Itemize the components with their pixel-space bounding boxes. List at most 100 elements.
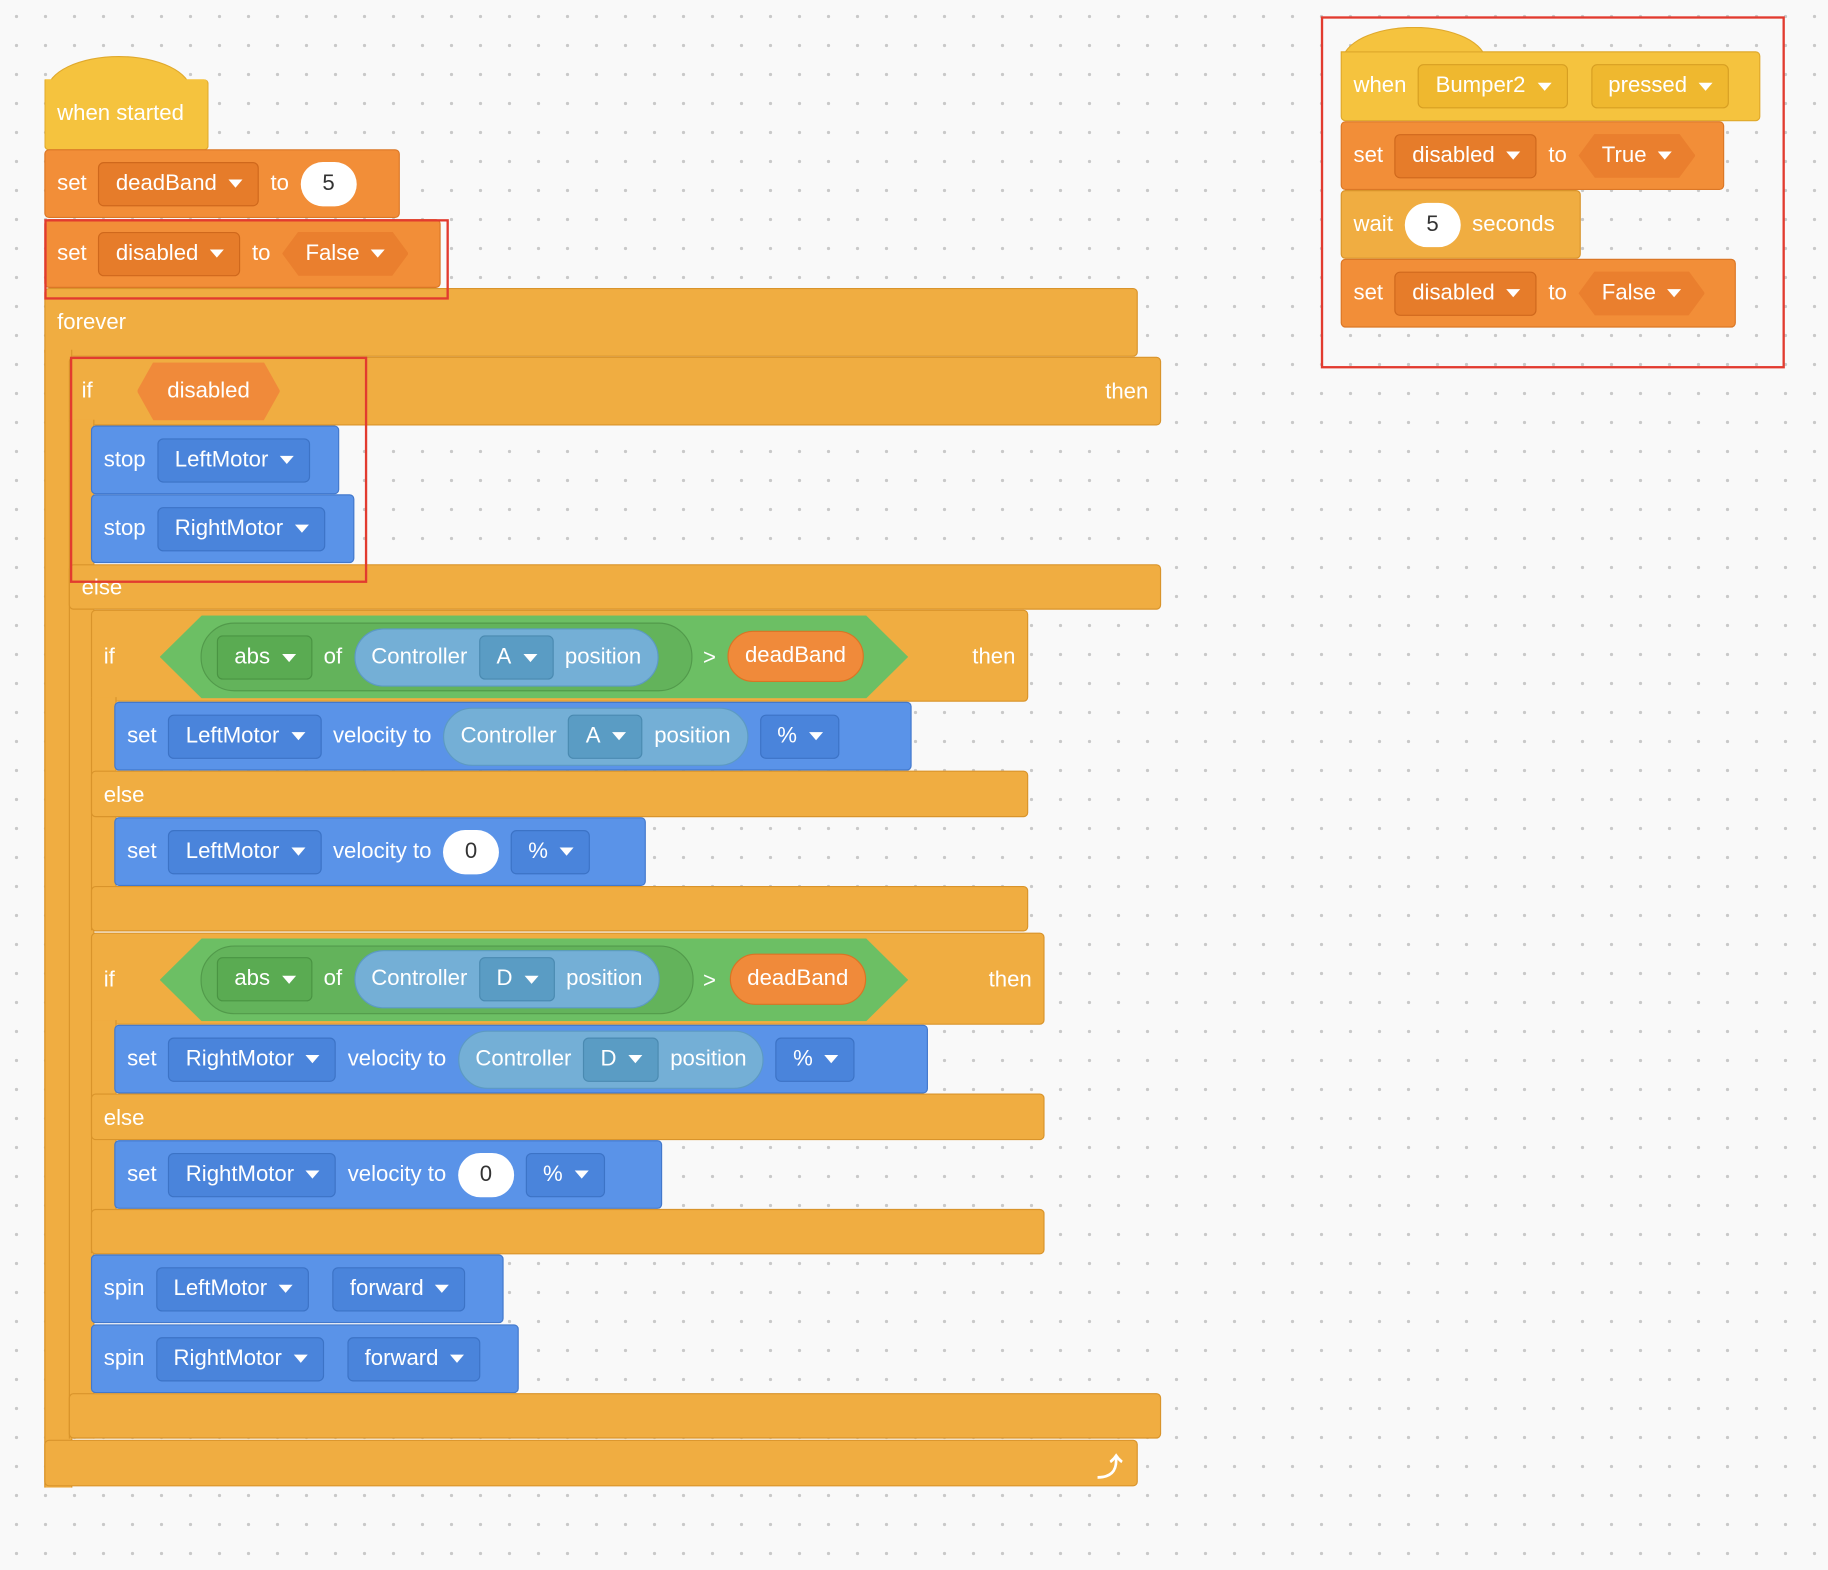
chevron-down-icon (612, 732, 627, 741)
set-deadband-block[interactable]: set deadBand to 5 (44, 149, 400, 219)
axis-name: A (496, 644, 512, 670)
motor-dropdown[interactable]: RightMotor (157, 506, 326, 551)
axis-name: D (600, 1046, 617, 1071)
set-disabled-false-block-2[interactable]: set disabled to False (1340, 258, 1736, 328)
chevron-down-icon (435, 1284, 450, 1293)
boolean-dropdown[interactable]: False (282, 231, 408, 275)
when-started-block[interactable]: when started (44, 79, 209, 151)
motor-dropdown[interactable]: RightMotor (168, 1152, 337, 1197)
stop-label: stop (103, 447, 146, 472)
motor-dropdown[interactable]: RightMotor (156, 1336, 324, 1381)
motor-dropdown[interactable]: LeftMotor (168, 714, 322, 759)
axis-dropdown[interactable]: A (568, 714, 643, 759)
function-dropdown[interactable]: abs (216, 635, 313, 680)
position-label: position (564, 644, 642, 670)
set-rightmotor-zero-block[interactable]: set RightMotor velocity to 0 % (114, 1140, 663, 1209)
chevron-down-icon (281, 653, 296, 662)
if-label: if (81, 378, 93, 403)
then-label: then (972, 644, 1016, 670)
chevron-down-icon (281, 975, 296, 984)
deadband-reporter[interactable]: deadBand (727, 630, 864, 682)
motor-dropdown[interactable]: LeftMotor (168, 829, 322, 874)
unit-dropdown[interactable]: % (510, 829, 590, 874)
to-label: to (1548, 280, 1567, 305)
controller-position-reporter[interactable]: Controller D position (353, 950, 660, 1009)
set-label: set (57, 170, 87, 196)
wait-block[interactable]: wait 5 seconds (1340, 190, 1581, 259)
else-label: else (103, 783, 145, 808)
controller-position-reporter[interactable]: Controller D position (457, 1029, 765, 1089)
direction-dropdown[interactable]: forward (347, 1336, 481, 1381)
chevron-down-icon (1506, 289, 1521, 298)
deadband-reporter[interactable]: deadBand (729, 953, 866, 1005)
when-bumper-pressed-block[interactable]: when Bumper2 pressed (1340, 51, 1761, 122)
boolean-dropdown[interactable]: False (1578, 271, 1704, 315)
spin-rightmotor-block[interactable]: spin RightMotor forward (90, 1324, 519, 1394)
unit-name: % (528, 838, 548, 864)
variable-dropdown[interactable]: disabled (1394, 271, 1537, 316)
variable-dropdown[interactable]: disabled (98, 231, 241, 276)
wait-seconds-input[interactable]: 5 (1404, 202, 1461, 247)
when-started-label: when started (57, 101, 184, 126)
function-name: abs (234, 966, 271, 991)
chevron-down-icon (1698, 82, 1713, 91)
velocity-input[interactable]: 0 (443, 829, 500, 874)
boolean-value: True (1601, 142, 1647, 168)
then-label: then (988, 967, 1032, 993)
controller-label: Controller (371, 966, 468, 991)
controller-label: Controller (371, 644, 468, 670)
unit-name: % (542, 1161, 563, 1187)
set-disabled-true-block[interactable]: set disabled to True (1340, 121, 1725, 191)
motor-name: RightMotor (173, 1345, 282, 1371)
device-dropdown[interactable]: Bumper2 (1418, 64, 1568, 109)
set-label: set (127, 723, 157, 748)
stop-leftmotor-block[interactable]: stop LeftMotor (90, 425, 340, 495)
chevron-down-icon (1668, 289, 1682, 297)
axis-dropdown[interactable]: A (478, 635, 554, 680)
position-label: position (670, 1046, 747, 1071)
set-rightmotor-velocity-block[interactable]: set RightMotor velocity to Controller D … (114, 1024, 928, 1094)
else-d-block: else (90, 1093, 1045, 1141)
direction-dropdown[interactable]: forward (332, 1266, 466, 1311)
stop-rightmotor-block[interactable]: stop RightMotor (90, 494, 355, 564)
axis-dropdown[interactable]: D (478, 957, 555, 1002)
to-label: to (1548, 142, 1567, 168)
spin-label: spin (103, 1275, 145, 1301)
chevron-down-icon (1506, 151, 1521, 160)
unit-dropdown[interactable]: % (759, 714, 839, 759)
event-dropdown[interactable]: pressed (1590, 64, 1730, 109)
controller-position-reporter[interactable]: Controller A position (353, 628, 659, 687)
disabled-reporter[interactable]: disabled (137, 362, 280, 420)
wait-label: wait (1353, 211, 1393, 237)
to-label: to (270, 170, 289, 196)
unit-name: % (793, 1046, 813, 1071)
spin-leftmotor-block[interactable]: spin LeftMotor forward (90, 1254, 504, 1324)
variable-dropdown[interactable]: disabled (1394, 133, 1537, 178)
axis-dropdown[interactable]: D (583, 1036, 659, 1082)
chevron-down-icon (210, 249, 224, 258)
motor-dropdown[interactable]: LeftMotor (157, 437, 311, 483)
variable-dropdown[interactable]: deadBand (98, 161, 259, 206)
unit-dropdown[interactable]: % (525, 1152, 605, 1197)
controller-position-reporter[interactable]: Controller A position (443, 707, 749, 766)
set-leftmotor-zero-block[interactable]: set LeftMotor velocity to 0 % (114, 817, 646, 887)
velocity-input[interactable]: 0 (457, 1152, 514, 1197)
seconds-label: seconds (1472, 211, 1555, 237)
value-input[interactable]: 5 (300, 161, 357, 206)
if-disabled-block[interactable]: if disabled then (68, 356, 1162, 426)
greater-than-label: > (702, 645, 716, 671)
motor-dropdown[interactable]: LeftMotor (156, 1266, 310, 1311)
unit-dropdown[interactable]: % (775, 1036, 855, 1082)
of-label: of (323, 644, 343, 670)
function-dropdown[interactable]: abs (216, 957, 313, 1002)
boolean-dropdown[interactable]: True (1578, 133, 1695, 177)
set-disabled-false-block[interactable]: set disabled to False (44, 219, 441, 288)
set-label: set (1353, 280, 1384, 305)
unit-name: % (777, 723, 797, 748)
highlight-set-disabled (44, 219, 449, 300)
chevron-down-icon (305, 1170, 320, 1179)
motor-dropdown[interactable]: RightMotor (168, 1036, 337, 1082)
set-leftmotor-velocity-block[interactable]: set LeftMotor velocity to Controller A p… (114, 701, 912, 771)
motor-name: RightMotor (185, 1046, 295, 1071)
